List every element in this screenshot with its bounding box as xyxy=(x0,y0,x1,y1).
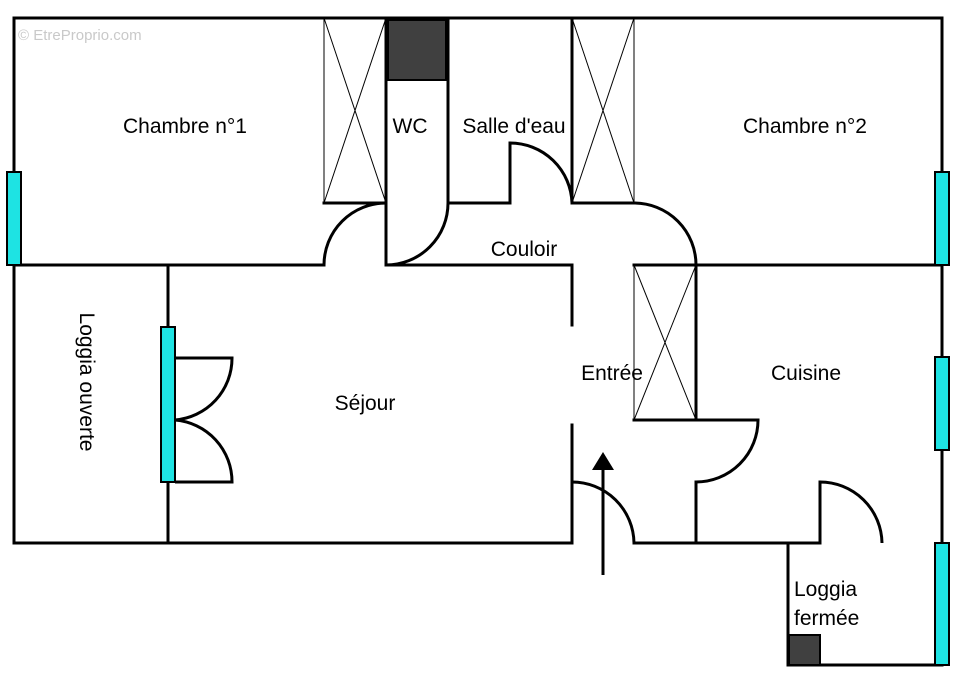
entrance-arrow-icon xyxy=(592,452,614,575)
shaft-wc xyxy=(387,19,447,81)
label-salle-eau: Salle d'eau xyxy=(462,115,565,138)
label-cuisine: Cuisine xyxy=(771,362,841,385)
label-wc: WC xyxy=(393,115,428,138)
label-chambre2: Chambre n°2 xyxy=(743,115,867,138)
label-sejour: Séjour xyxy=(335,392,396,415)
door-sejour-entree xyxy=(571,480,636,544)
door-chambre1 xyxy=(322,201,387,266)
window-chambre2 xyxy=(934,171,950,266)
interior-walls xyxy=(12,16,944,545)
window-chambre1 xyxy=(6,171,22,266)
closet-chambre1 xyxy=(323,17,387,204)
closet-entree xyxy=(633,264,697,421)
door-sejour-top xyxy=(174,356,234,422)
label-loggia-ouverte: Loggia ouverte xyxy=(75,313,98,452)
window-loggia-sejour xyxy=(160,326,176,483)
label-couloir: Couloir xyxy=(491,238,558,261)
door-sejour-bottom xyxy=(174,418,234,484)
windows xyxy=(6,171,950,666)
watermark: © EtreProprio.com xyxy=(18,27,142,44)
window-cuisine xyxy=(934,356,950,451)
door-loggia-fermee xyxy=(818,480,884,544)
door-chambre2 xyxy=(633,201,698,266)
doors xyxy=(174,141,884,544)
shaft-loggia xyxy=(788,634,821,666)
label-loggia-fermee-line2: fermée xyxy=(794,607,859,630)
label-entree: Entrée xyxy=(581,362,643,385)
door-cuisine xyxy=(695,418,760,484)
door-wc xyxy=(385,202,450,267)
door-salle-eau xyxy=(508,141,574,204)
closet-chambre2 xyxy=(571,17,635,204)
label-loggia-fermee-line1: Loggia xyxy=(794,578,857,601)
label-chambre1: Chambre n°1 xyxy=(123,115,247,138)
window-loggia-fermee xyxy=(934,542,950,666)
